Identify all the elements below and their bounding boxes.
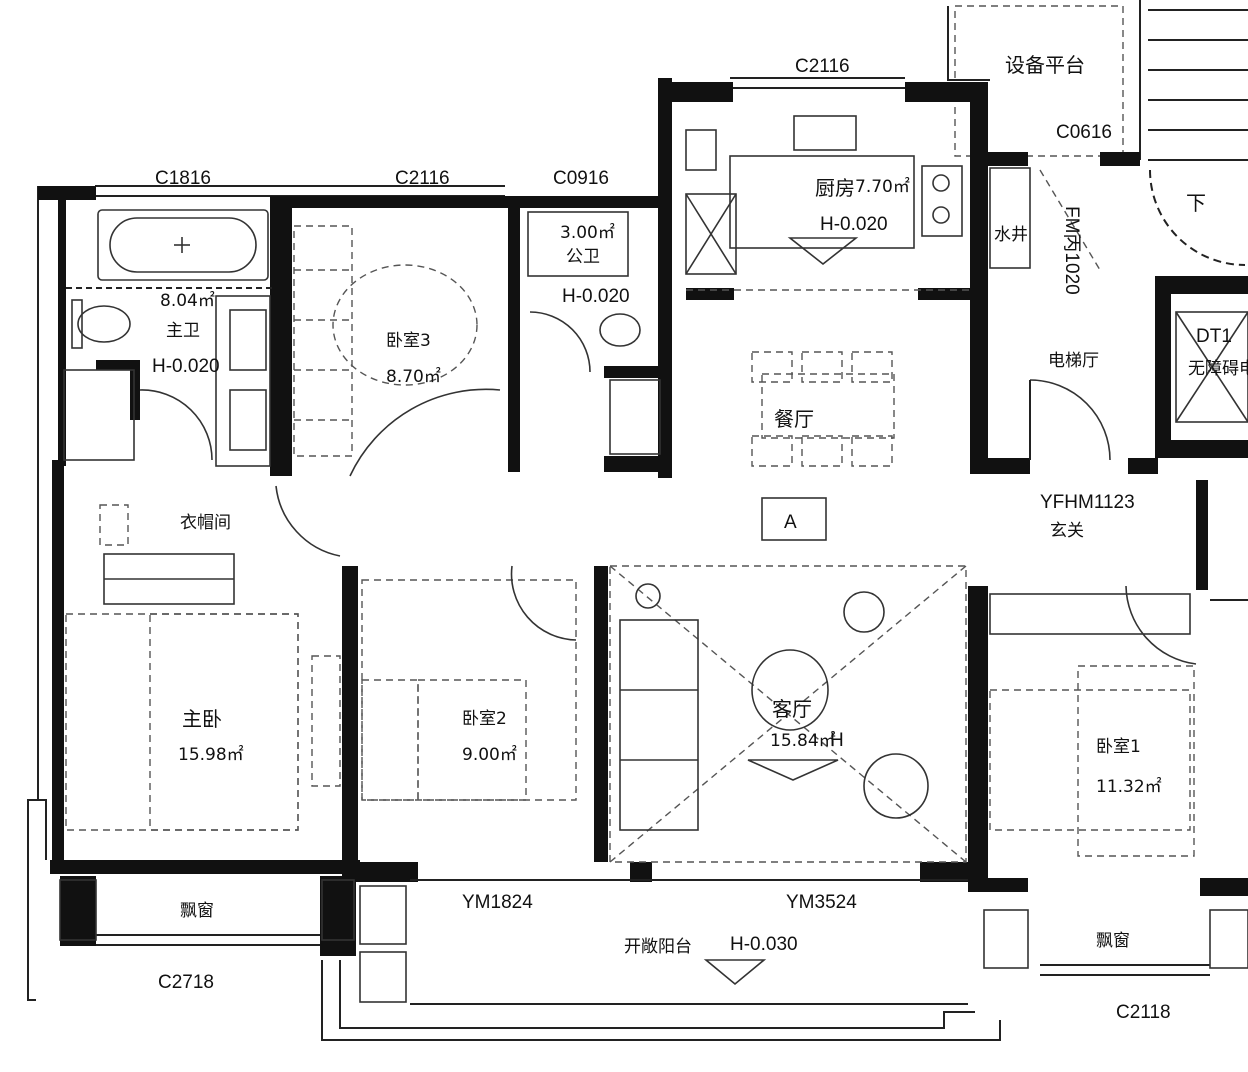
label-bay-right: 飘窗 <box>1096 931 1130 951</box>
label-bedroom2: 卧室2 <box>462 709 507 729</box>
label-balcony: 开敞阳台 <box>624 937 692 957</box>
code-c0616: C0616 <box>1056 122 1112 143</box>
marker-a-box <box>761 497 827 541</box>
walls <box>38 78 1248 956</box>
label-bedroom3: 卧室3 <box>386 331 431 351</box>
label-public-bath-level: H-0.020 <box>562 286 630 307</box>
code-ym3524: YM3524 <box>786 892 857 913</box>
label-bedroom2-area: 9.00㎡ <box>462 745 517 765</box>
label-living: 客厅 <box>772 697 812 721</box>
label-public-bath: 公卫 <box>566 247 600 267</box>
code-c2116-kitchen: C2116 <box>795 56 850 77</box>
label-living-area: 15.84㎡ <box>770 731 836 751</box>
code-c0916: C0916 <box>553 168 609 189</box>
room-labels: 设备平台 厨房 7.70㎡ H-0.020 水井 电梯厅 DT1 无障碍电梯 8… <box>152 53 1248 957</box>
label-marker-a: A <box>784 512 797 533</box>
furniture <box>59 115 1248 1005</box>
label-shaft-code: FM丙1020 <box>1061 206 1082 295</box>
label-water-well: 水井 <box>994 225 1028 245</box>
label-entrance-door: YFHM1123 <box>1040 492 1135 513</box>
label-dining: 餐厅 <box>774 407 814 431</box>
label-master-bath-area: 8.04㎡ <box>160 291 215 311</box>
label-elevator-code: DT1 <box>1196 326 1232 347</box>
code-c2118: C2118 <box>1116 1002 1171 1023</box>
label-bedroom3-area: 8.70㎡ <box>386 367 441 387</box>
label-master-bed: 主卧 <box>182 707 222 731</box>
code-c2718: C2718 <box>158 972 214 993</box>
label-master-bath: 主卫 <box>166 321 200 341</box>
opening-codes: C1816 C2116 C0916 C2116 C0616 YM1824 YM3… <box>155 56 1171 1023</box>
label-down: 下 <box>1186 191 1206 215</box>
label-kitchen-level: H-0.020 <box>820 214 888 235</box>
label-closet: 衣帽间 <box>180 513 231 533</box>
label-entrance: 玄关 <box>1050 521 1084 541</box>
code-c1816: C1816 <box>155 168 211 189</box>
label-bedroom1: 卧室1 <box>1096 737 1141 757</box>
label-kitchen: 厨房 <box>815 176 855 200</box>
label-public-bath-area: 3.00㎡ <box>560 223 615 243</box>
code-c2116-top: C2116 <box>395 168 450 189</box>
label-bedroom1-area: 11.32㎡ <box>1096 777 1162 797</box>
label-elevator: 无障碍电梯 <box>1188 359 1248 379</box>
label-elev-hall: 电梯厅 <box>1048 351 1099 371</box>
code-ym1824: YM1824 <box>462 892 533 913</box>
label-master-bed-area: 15.98㎡ <box>178 745 244 765</box>
label-living-h: H <box>830 730 844 751</box>
label-bay-left: 飘窗 <box>180 901 214 921</box>
label-master-bath-level: H-0.020 <box>152 356 220 377</box>
label-balcony-level: H-0.030 <box>730 934 798 955</box>
label-equip-platform: 设备平台 <box>1005 53 1085 77</box>
label-kitchen-area: 7.70㎡ <box>855 177 910 197</box>
